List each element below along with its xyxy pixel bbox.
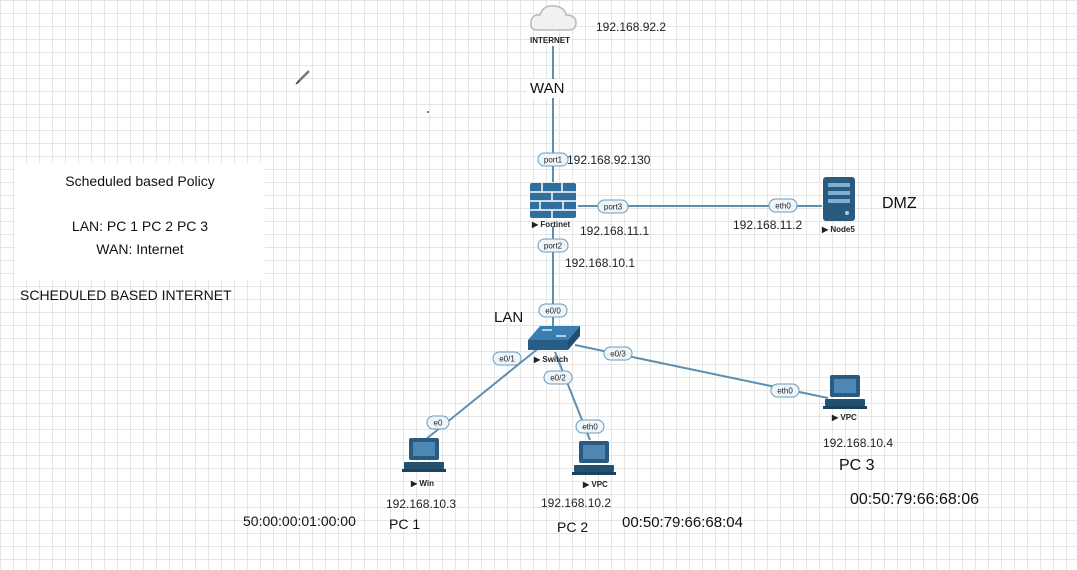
- port-node5-eth0[interactable]: eth0: [768, 198, 798, 213]
- pc2-label: PC 2: [557, 519, 589, 535]
- vpc2-mac: 00:50:79:66:68:04: [622, 514, 743, 531]
- vpc2-ip: 192.168.10.2: [541, 496, 612, 510]
- vpc2-node-label: ▶ VPC: [583, 480, 608, 489]
- vpc2-pc-icon[interactable]: [572, 441, 616, 475]
- policy-heading: SCHEDULED BASED INTERNET: [20, 287, 232, 303]
- stray-dot: [427, 111, 429, 113]
- port-sw-e02[interactable]: e0/2: [543, 370, 573, 385]
- win-pc-icon[interactable]: [402, 438, 446, 472]
- vpc3-name: VPC: [840, 413, 857, 422]
- vpc3-node-label: ▶ VPC: [832, 413, 857, 422]
- port-vpc2-eth0-label: eth0: [582, 423, 598, 432]
- switch-icon[interactable]: [528, 326, 580, 350]
- fortinet-name: Fortinet: [540, 220, 571, 229]
- node5-node-label: ▶ Node5: [822, 225, 855, 234]
- pencil-cursor-icon: [295, 70, 310, 85]
- switch-node-label: ▶ Switch: [534, 355, 569, 364]
- port-sw-e01-label: e0/1: [499, 355, 515, 364]
- port-fw-port1-label: port1: [544, 156, 563, 165]
- policy-lan: LAN: PC 1 PC 2 PC 3: [71, 218, 209, 234]
- port-vpc3-eth0-label: eth0: [777, 387, 793, 396]
- port-win-e0-label: e0: [434, 419, 443, 428]
- fortinet-port3-ip: 192.168.11.1: [580, 224, 650, 238]
- policy-title: Scheduled based Policy: [65, 173, 215, 189]
- fortinet-port2-ip: 192.168.10.1: [565, 256, 636, 270]
- port-win-e0[interactable]: e0: [426, 415, 450, 430]
- fortinet-node-label: ▶ Fortinet: [532, 220, 571, 229]
- pc1-label: PC 1: [389, 516, 421, 532]
- wan-zone-label: WAN: [527, 79, 568, 98]
- port-sw-e00-label: e0/0: [545, 307, 561, 316]
- links: [424, 46, 829, 441]
- switch-name: Switch: [542, 355, 569, 364]
- port-fw-port2[interactable]: port2: [537, 238, 569, 253]
- port-node5-eth0-label: eth0: [775, 202, 791, 211]
- port-fw-port3[interactable]: port3: [597, 199, 629, 214]
- fortinet-port1-ip: 192.168.92.130: [567, 153, 651, 167]
- port-fw-port2-label: port2: [544, 242, 563, 251]
- vpc3-pc-icon[interactable]: [823, 375, 867, 409]
- vpc3-mac: 00:50:79:66:68:06: [850, 491, 980, 508]
- internet-node-label: INTERNET: [530, 36, 570, 45]
- port-sw-e02-label: e0/2: [550, 374, 566, 383]
- policy-note: Scheduled based Policy LAN: PC 1 PC 2 PC…: [15, 163, 265, 280]
- server-icon[interactable]: [823, 177, 855, 221]
- vpc2-name: VPC: [591, 480, 608, 489]
- firewall-icon[interactable]: [530, 183, 576, 218]
- win-name: Win: [419, 479, 434, 488]
- lan-zone-label: LAN: [494, 309, 524, 326]
- win-ip: 192.168.10.3: [386, 497, 457, 511]
- node5-ip: 192.168.11.2: [733, 218, 803, 232]
- port-sw-e01[interactable]: e0/1: [492, 351, 522, 366]
- internet-cloud-icon[interactable]: [530, 5, 577, 31]
- port-fw-port3-label: port3: [604, 203, 623, 212]
- dmz-zone-label: DMZ: [882, 195, 917, 212]
- policy-wan: WAN: Internet: [96, 241, 184, 257]
- port-sw-e03[interactable]: e0/3: [603, 346, 633, 361]
- internet-ip: 192.168.92.2: [596, 20, 667, 34]
- vpc3-ip: 192.168.10.4: [823, 436, 894, 450]
- port-sw-e00[interactable]: e0/0: [538, 303, 568, 318]
- port-sw-e03-label: e0/3: [610, 350, 626, 359]
- pc3-label: PC 3: [839, 457, 875, 474]
- port-fw-port1[interactable]: port1: [537, 152, 569, 167]
- win-mac: 50:00:00:01:00:00: [243, 513, 356, 529]
- port-vpc2-eth0[interactable]: eth0: [575, 419, 605, 434]
- win-node-label: ▶ Win: [411, 479, 434, 488]
- node5-name: Node5: [830, 225, 855, 234]
- port-vpc3-eth0[interactable]: eth0: [770, 383, 800, 398]
